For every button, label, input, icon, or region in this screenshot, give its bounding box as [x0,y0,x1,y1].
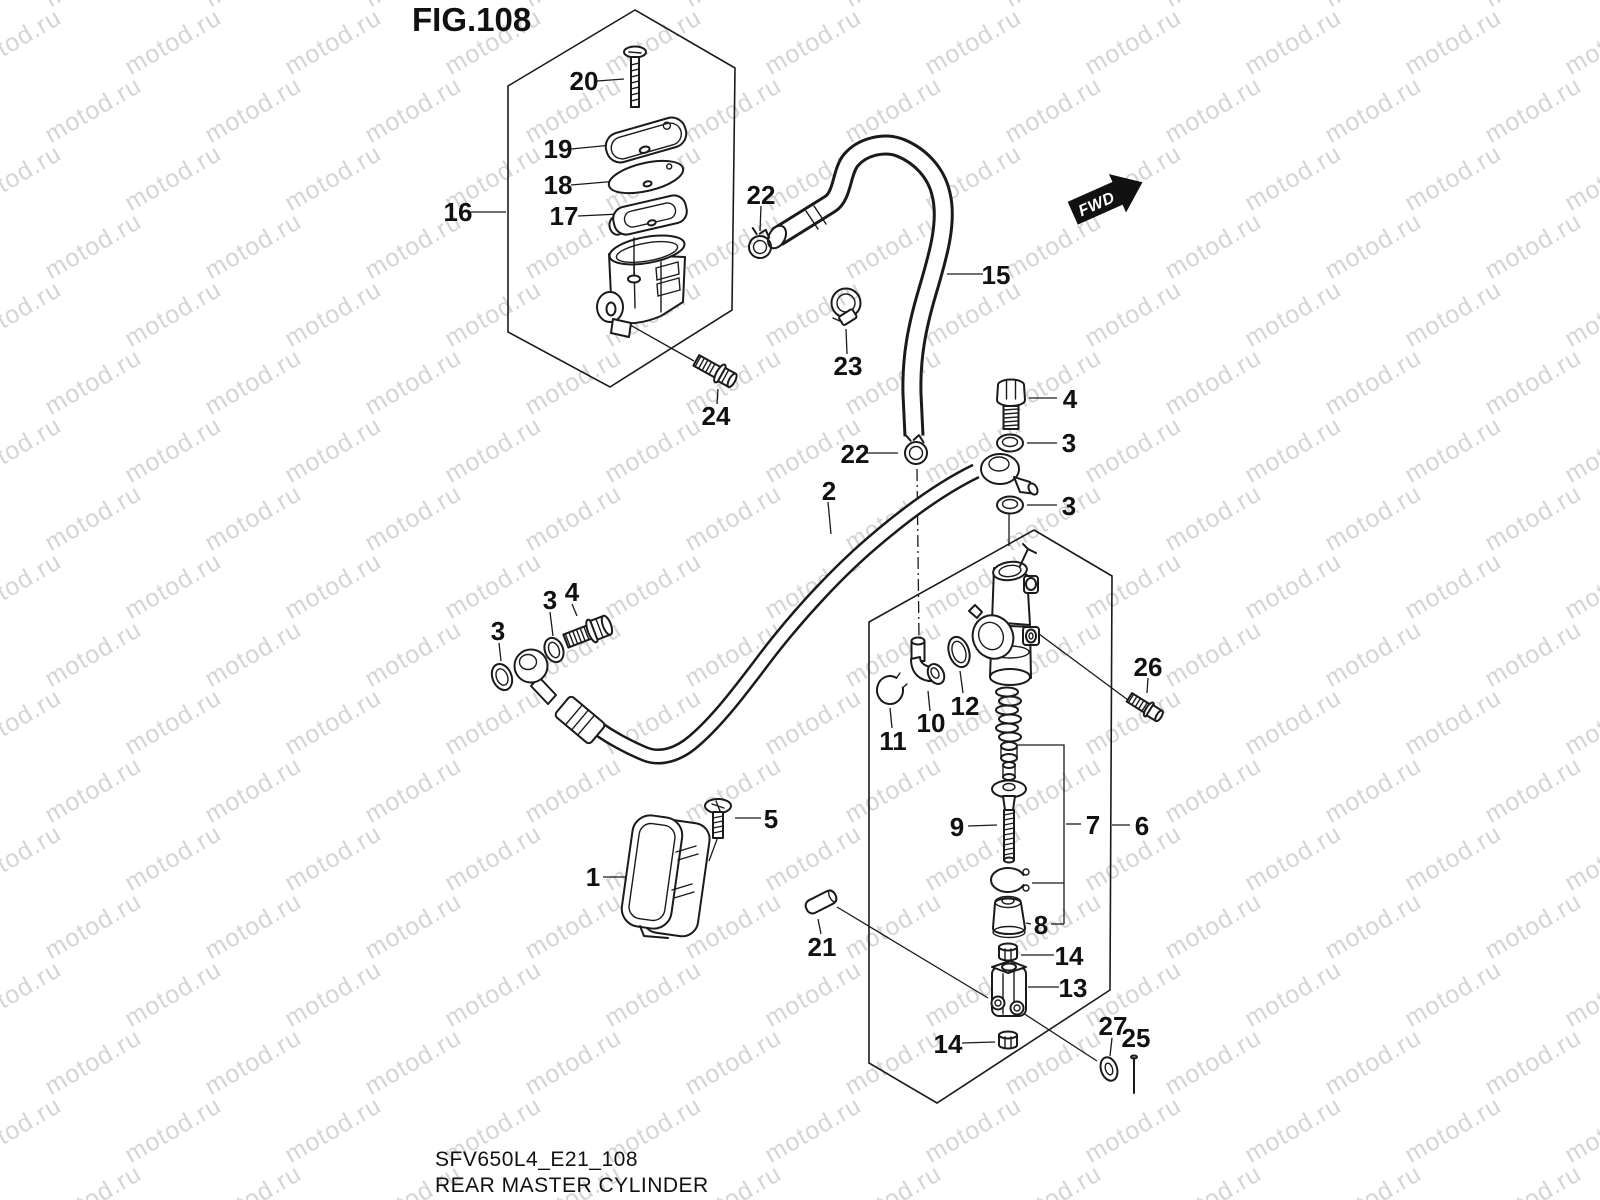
callout-16: 16 [444,197,473,227]
part-9-pushrod [991,779,1027,864]
callout-18: 18 [544,170,573,200]
callout-3-lower: 3 [1062,491,1076,521]
callout-4-upper: 4 [1063,384,1078,414]
reservoir-tank [596,234,686,338]
part-17-diaphragm [608,194,688,236]
callout-1: 1 [586,862,600,892]
callout-15: 15 [982,260,1011,290]
part-20-screw [623,45,647,108]
callout-17: 17 [550,201,579,231]
part-3-washer-left-inner [543,636,565,664]
master-cylinder-body [968,543,1040,686]
part-15-hose [766,134,954,437]
part-3-washer-upper [996,433,1024,453]
footer-code: SFV650L4_E21_108 [435,1148,638,1171]
part-14-nut-lower [998,1030,1018,1050]
callout-20: 20 [570,66,599,96]
part-4-bolt-left [562,614,614,649]
callout-24: 24 [702,401,731,431]
callout-22-top: 22 [747,180,776,210]
part-14-nut-upper [998,942,1018,962]
part-19-cap [604,116,688,164]
master-cylinder-group-box [868,529,1113,1104]
callout-5: 5 [764,804,778,834]
callout-8: 8 [1034,910,1048,940]
callout-3-left-inner: 3 [543,585,557,615]
part-22-clamp-top [748,227,772,259]
callout-2: 2 [822,476,836,506]
callout-9: 9 [950,812,964,842]
callout-26: 26 [1134,652,1163,682]
part-3-washer-left-outer [490,662,514,692]
callout-3-left-outer: 3 [491,616,505,646]
callout-7: 7 [1086,810,1100,840]
footer-name: REAR MASTER CYLINDER [435,1174,709,1197]
banjo-union-upper [980,453,1039,496]
callout-3-upper: 3 [1062,428,1076,458]
part-18-plate [607,159,685,195]
part-4-bolt-upper [996,378,1026,430]
callout-14-upper: 14 [1055,941,1084,971]
callout-22-mid: 22 [841,439,870,469]
part-1-cover [620,814,711,939]
callout-25: 25 [1122,1023,1151,1053]
callout-14-lower: 14 [934,1029,963,1059]
callout-4-left: 4 [565,577,580,607]
callout-19: 19 [544,134,573,164]
leader-lines [471,78,1149,1062]
callout-12: 12 [951,691,980,721]
hose-to-elbow-axis [916,468,920,639]
part-3-washer-lower [996,495,1024,515]
part-5-screw [704,798,732,839]
callout-21: 21 [808,932,837,962]
callout-11: 11 [879,726,907,756]
part-13-clevis [990,960,1027,1017]
piston-spring [995,686,1022,781]
callout-6: 6 [1135,811,1149,841]
part-22-clamp-mid [904,434,928,465]
callout-23: 23 [834,351,863,381]
part-8-boot [992,895,1026,939]
part-12-oring [947,635,971,669]
part-25-pin [1130,1054,1138,1094]
part-2-hose [594,463,980,765]
part-24-bolt [692,354,738,388]
part-10-connector [910,636,946,685]
figure-title: FIG.108 [412,1,531,38]
callout-13: 13 [1059,973,1088,1003]
snap-ring [990,867,1030,893]
part-26-screw [1125,692,1164,723]
part-11-circlip [876,672,908,706]
callout-10: 10 [917,708,946,738]
banjo-union-lower [513,648,606,745]
part-27-washer [1099,1056,1119,1082]
part-23-clamp [830,287,862,326]
fwd-arrow: FWD [1067,174,1143,225]
callout-27: 27 [1099,1011,1128,1041]
part-21-pin [804,889,838,915]
reservoir-group-box [507,9,736,388]
